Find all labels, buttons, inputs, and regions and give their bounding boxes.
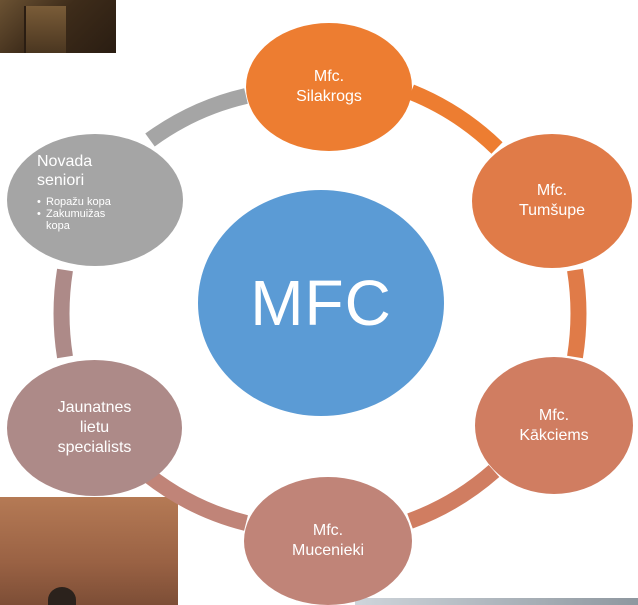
node-tumsupe: Mfc. Tumšupe <box>472 134 632 268</box>
node-tumsupe-line1: Mfc. <box>536 182 568 199</box>
center-node: MFC <box>198 190 444 416</box>
bullet-item: Zakumuižas <box>37 208 111 220</box>
node-kakciems-line1: Mfc. <box>538 406 570 424</box>
photo-fragment-strip <box>355 598 638 605</box>
node-mucenieki: Mfc. Mucenieki <box>244 477 412 605</box>
node-mucenieki-line1: Mfc. <box>312 522 344 539</box>
node-seniori-line1: Novada <box>37 153 93 170</box>
bullet-item: Ropažu kopa <box>37 196 111 208</box>
center-label: MFC <box>250 267 392 339</box>
photo-fragment-bottom <box>0 497 178 605</box>
node-silakrogs-line1: Mfc. <box>313 68 345 85</box>
node-mucenieki-line2: Mucenieki <box>291 542 365 559</box>
arc-silakrogs-tumsupe <box>407 84 503 154</box>
node-seniori-bullets: Ropažu kopa Zakumuižas kopa <box>37 196 111 232</box>
node-kakciems: Mfc. Kākciems <box>475 357 633 494</box>
node-tumsupe-line2: Tumšupe <box>518 202 586 219</box>
node-jaunatnes: Jaunatnes lietu specialists <box>7 360 182 496</box>
arc-mucenieki-jaunatnes <box>143 468 249 531</box>
photo-fragment-top <box>0 0 116 53</box>
arc-kakciems-mucenieki <box>407 464 500 529</box>
node-seniori: Novada seniori Ropažu kopa Zakumuižas ko… <box>7 134 183 266</box>
node-jaunatnes-line1: Jaunatnes <box>57 399 132 416</box>
arc-tumsupe-kakciems <box>567 268 587 359</box>
node-kakciems-line2: Kākciems <box>519 426 589 444</box>
node-jaunatnes-line2: lietu <box>79 419 110 436</box>
photo-person-head <box>48 587 76 605</box>
node-seniori-line2: seniori <box>37 172 85 189</box>
node-seniori-title: Novada seniori <box>37 152 92 190</box>
node-silakrogs-line2: Silakrogs <box>296 88 362 105</box>
node-jaunatnes-line3: specialists <box>57 439 132 456</box>
arc-seniori-silakrogs <box>145 88 248 147</box>
bullet-continuation: kopa <box>46 220 70 232</box>
arc-jaunatnes-seniori <box>53 268 73 359</box>
photo-door <box>24 6 66 53</box>
node-silakrogs: Mfc. Silakrogs <box>246 23 412 151</box>
